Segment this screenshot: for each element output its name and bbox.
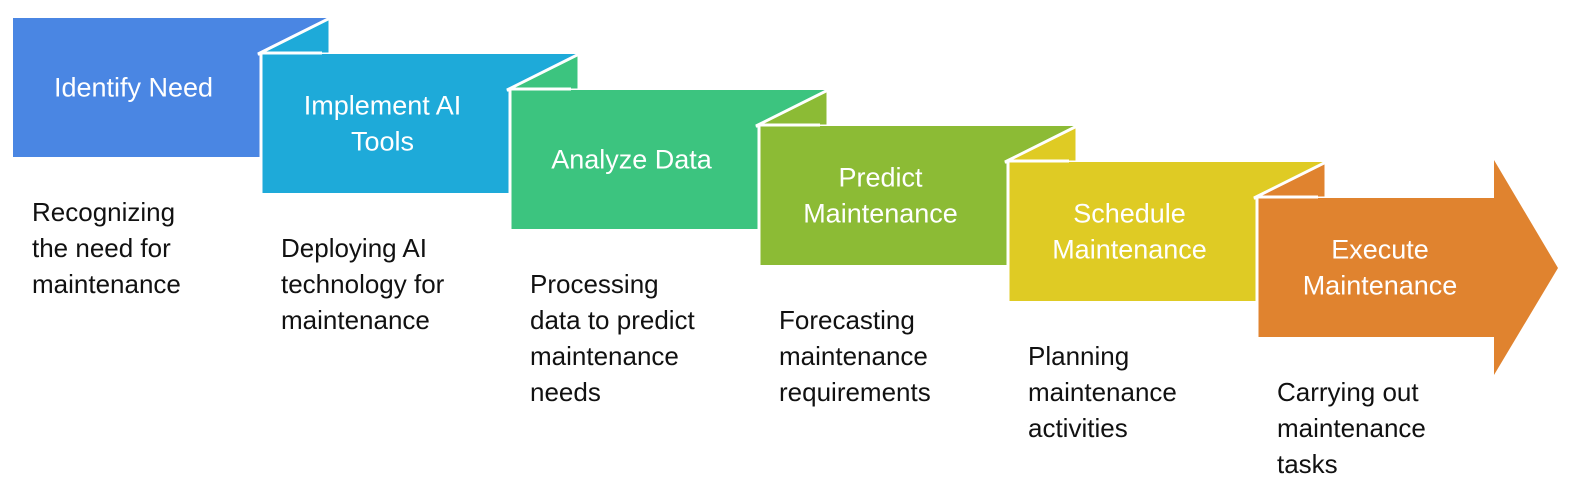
step-description-predict-maintenance: Forecasting maintenance requirements (779, 302, 931, 410)
description-line: Processing (530, 269, 659, 299)
step-description-execute-maintenance: Carrying out maintenance tasks (1277, 374, 1426, 482)
description-line: maintenance (530, 341, 679, 371)
step-description-implement-ai-tools: Deploying AI technology for maintenance (281, 230, 444, 338)
description-line: data to predict (530, 305, 695, 335)
step-block-execute-maintenance-arrow-icon (1258, 160, 1558, 375)
step-description-schedule-maintenance: Planning maintenance activities (1028, 338, 1177, 446)
description-line: tasks (1277, 449, 1338, 479)
step-title: Schedule (1073, 199, 1186, 229)
description-line: Planning (1028, 341, 1130, 371)
block-separator (757, 123, 820, 265)
step-description-identify-need: Recognizing the need for maintenance (32, 194, 181, 302)
description-line: maintenance (1277, 413, 1426, 443)
description-line: maintenance (779, 341, 928, 371)
step-title: Predict (838, 163, 923, 193)
step-description-analyze-data: Processing data to predict maintenance need… (530, 266, 695, 410)
description-line: Carrying out (1277, 377, 1419, 407)
description-line: maintenance (281, 305, 430, 335)
description-line: requirements (779, 377, 931, 407)
step-title: Analyze Data (551, 145, 713, 175)
description-line: Forecasting (779, 305, 915, 335)
step-title: Maintenance (1052, 235, 1207, 265)
step-title: Tools (351, 127, 414, 157)
step-title: Maintenance (1303, 271, 1458, 301)
description-line: Recognizing (32, 197, 176, 227)
description-line: the need for (32, 233, 171, 263)
block-separator (259, 51, 322, 193)
step-title: Implement AI (304, 91, 462, 121)
step-title: Execute (1331, 235, 1429, 265)
description-line: Deploying AI (281, 233, 427, 263)
block-separator (1006, 159, 1069, 301)
description-line: technology for (281, 269, 445, 299)
step-title: Identify Need (54, 73, 213, 103)
description-line: maintenance (1028, 377, 1177, 407)
block-separator (1255, 195, 1318, 337)
block-separator (508, 87, 571, 229)
description-line: needs (530, 377, 601, 407)
step-title: Maintenance (803, 199, 958, 229)
description-line: maintenance (32, 269, 181, 299)
description-line: activities (1028, 413, 1128, 443)
